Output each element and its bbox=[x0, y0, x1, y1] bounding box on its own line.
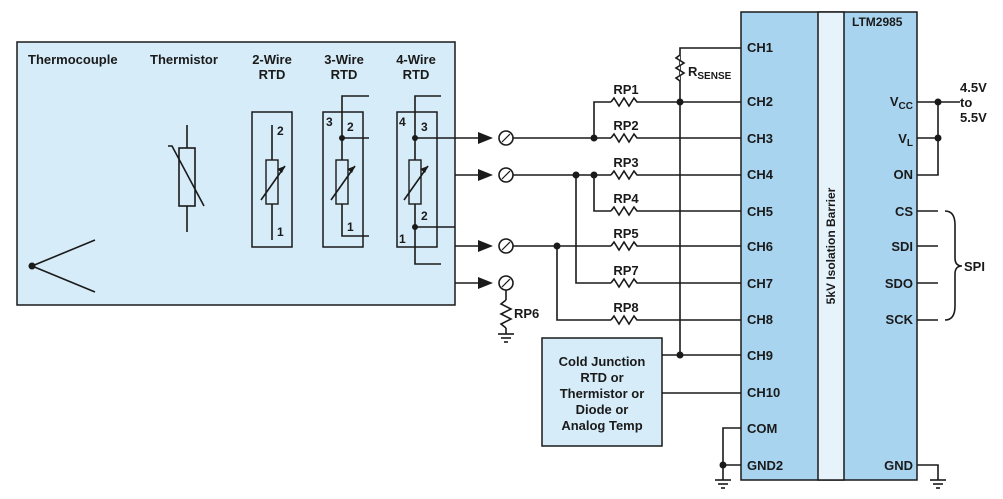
resistor-network-wires bbox=[513, 47, 741, 489]
cold-junction-line-5: Analog Temp bbox=[561, 418, 642, 433]
thermistor-symbol bbox=[168, 125, 205, 232]
rtd2-label-line2: RTD bbox=[259, 67, 286, 82]
chip-name: LTM2985 bbox=[852, 15, 903, 29]
rtd4-label-line2: RTD bbox=[403, 67, 430, 82]
rtd4-pin-1: 1 bbox=[399, 232, 406, 246]
vl-pin: VL bbox=[898, 131, 913, 149]
supply-and-spi-wires bbox=[917, 98, 963, 489]
rtd-2wire-symbol: 2 1 bbox=[251, 111, 293, 248]
rtd-3wire-symbol: 3 2 1 bbox=[322, 95, 369, 248]
gnd-pin: GND bbox=[884, 458, 913, 473]
ch1-pin: CH1 bbox=[747, 40, 773, 55]
rtd4-pin-2: 2 bbox=[421, 209, 428, 223]
ch4-pin: CH4 bbox=[747, 167, 774, 182]
rtd4-label-line1: 4-Wire bbox=[396, 52, 436, 67]
gnd2-pin: GND2 bbox=[747, 458, 783, 473]
rp1-label: RP1 bbox=[613, 82, 638, 97]
rtd3-label-line1: 3-Wire bbox=[324, 52, 364, 67]
thermocouple-label: Thermocouple bbox=[28, 52, 118, 67]
resistor-zigzags bbox=[610, 54, 686, 326]
cs-pin: CS bbox=[895, 204, 913, 219]
rp2-label: RP2 bbox=[613, 118, 638, 133]
ch3-pin: CH3 bbox=[747, 131, 773, 146]
com-pin: COM bbox=[747, 421, 777, 436]
rtd2-pin-1: 1 bbox=[277, 225, 284, 239]
rtd2-label-line1: 2-Wire bbox=[252, 52, 292, 67]
rtd3-pin-2: 2 bbox=[347, 120, 354, 134]
cold-junction-line-4: Diode or bbox=[576, 402, 629, 417]
rp7-label: RP7 bbox=[613, 263, 638, 278]
ch5-pin: CH5 bbox=[747, 204, 773, 219]
ch2-pin: CH2 bbox=[747, 94, 773, 109]
rp4-label: RP4 bbox=[613, 191, 639, 206]
ch10-pin: CH10 bbox=[747, 385, 780, 400]
sck-pin: SCK bbox=[886, 312, 914, 327]
supply-line-1: 4.5V bbox=[960, 80, 987, 95]
rtd-4wire-symbol: 4 3 2 1 bbox=[396, 95, 455, 265]
rtd2-pin-2: 2 bbox=[277, 124, 284, 138]
cold-junction-line-3: Thermistor or bbox=[560, 386, 645, 401]
ch6-pin: CH6 bbox=[747, 239, 773, 254]
supply-line-2: to bbox=[960, 95, 972, 110]
rtd3-label-line2: RTD bbox=[331, 67, 358, 82]
cold-junction-box: Cold Junction RTD or Thermistor or Diode… bbox=[541, 337, 663, 447]
sdo-pin: SDO bbox=[885, 276, 913, 291]
ch9-pin: CH9 bbox=[747, 348, 773, 363]
isolation-barrier-label: 5kV Isolation Barrier bbox=[824, 187, 838, 304]
spi-label: SPI bbox=[964, 259, 985, 274]
rp6-label: RP6 bbox=[514, 306, 539, 321]
rtd3-pin-3: 3 bbox=[326, 115, 333, 129]
cold-junction-line-1: Cold Junction bbox=[559, 354, 646, 369]
rsense-label: RSENSE bbox=[688, 64, 732, 82]
ch7-pin: CH7 bbox=[747, 276, 773, 291]
sensor-panel bbox=[16, 41, 456, 306]
rp6-resistor: RP6 bbox=[498, 290, 539, 343]
rtd3-pin-1: 1 bbox=[347, 220, 354, 234]
rtd4-pin-4: 4 bbox=[399, 115, 406, 129]
on-pin: ON bbox=[894, 167, 914, 182]
vcc-pin: VCC bbox=[890, 94, 913, 112]
thermocouple-symbol bbox=[28, 239, 96, 293]
ltm2985-module: 5kV Isolation Barrier LTM2985 CH1 CH2 CH… bbox=[740, 11, 918, 481]
thermistor-label: Thermistor bbox=[150, 52, 218, 67]
panel-connectors bbox=[455, 130, 514, 291]
rp5-label: RP5 bbox=[613, 226, 638, 241]
cold-junction-line-2: RTD or bbox=[580, 370, 623, 385]
supply-line-3: 5.5V bbox=[960, 110, 987, 125]
rp8-label: RP8 bbox=[613, 300, 638, 315]
rp3-label: RP3 bbox=[613, 155, 638, 170]
isolation-barrier bbox=[817, 11, 845, 481]
rtd4-pin-3: 3 bbox=[421, 120, 428, 134]
sdi-pin: SDI bbox=[891, 239, 913, 254]
ch8-pin: CH8 bbox=[747, 312, 773, 327]
